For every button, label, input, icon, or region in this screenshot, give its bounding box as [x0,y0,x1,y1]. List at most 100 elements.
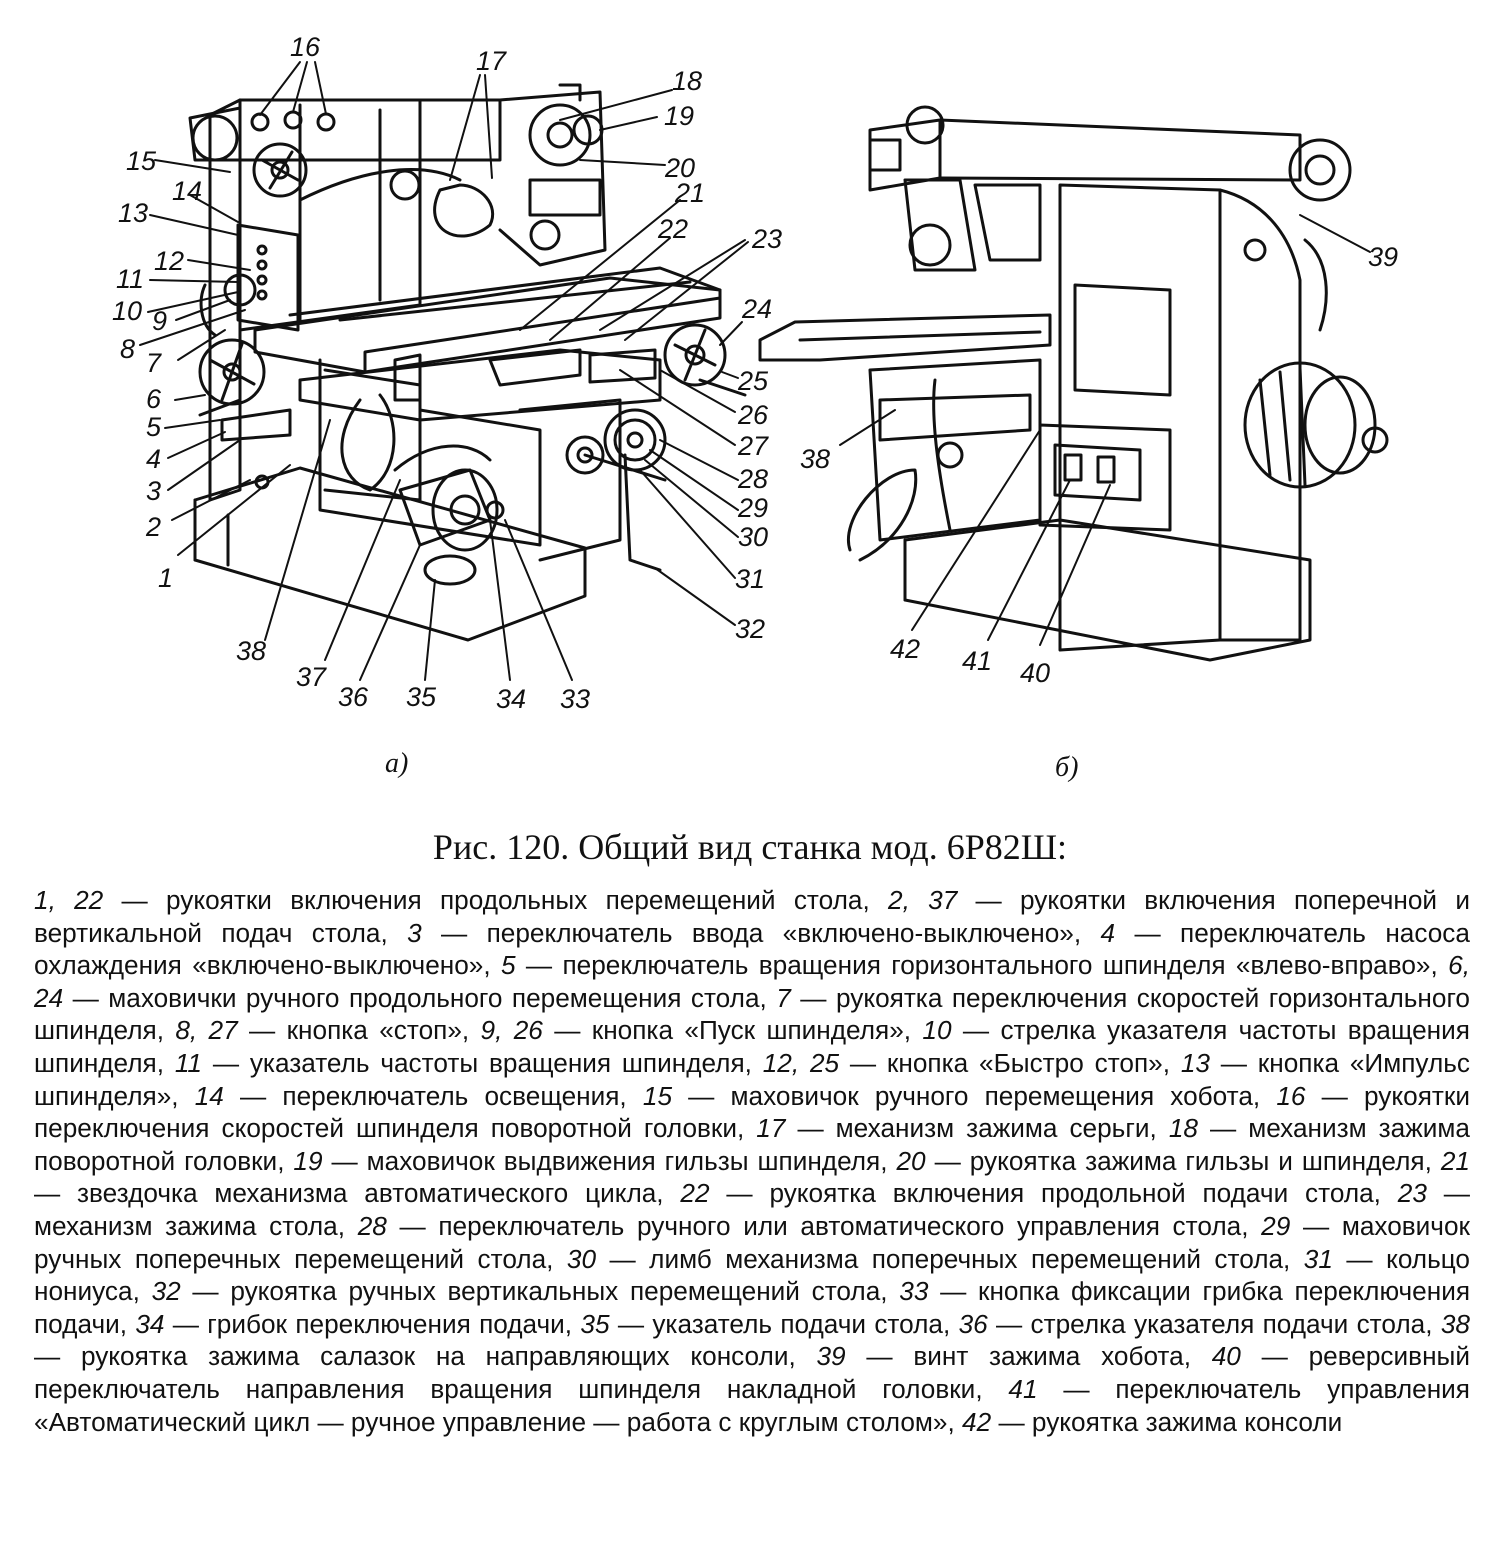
callout-label: 42 [890,634,921,664]
legend-number: 36 [958,1308,988,1339]
legend-number: 39 [816,1341,846,1372]
legend-number: 15 [642,1080,673,1111]
callout-label: 16 [290,32,321,62]
legend-number: 29 [1261,1210,1291,1241]
callout-label: 28 [738,464,769,494]
legend-text: кнопка «Пуск шпинделя» [591,1015,904,1046]
callout-label: 37 [296,662,327,692]
figure-caption: 1, 22 — рукоятки включения продольных пе… [34,885,1470,1437]
legend-text: реверсивный переключатель направления вр… [34,1341,1470,1404]
legend-text: кнопка «Быстро стоп» [886,1047,1163,1078]
callout-label: 17 [476,46,507,76]
legend-text: маховичок ручных поперечных перемещений … [34,1210,1470,1274]
legend-text: кнопка фиксации грибка переключения пода… [34,1276,1470,1339]
callout-label: 38 [800,444,831,474]
legend-number: 28 [357,1210,387,1241]
legend-text: маховички ручного продольного перемещени… [108,982,760,1013]
legend-number: 40 [1211,1341,1241,1372]
legend-number: 3 [407,917,422,948]
callout-label: 19 [664,101,695,131]
legend-text: рукоятка ручных вертикальных перемещений… [230,1276,881,1307]
legend-number: 10 [922,1015,952,1046]
callout-label: 22 [658,214,689,244]
callout-label: 20 [665,153,696,183]
legend-number: 20 [896,1145,926,1176]
callout-label: 36 [338,682,369,712]
callout-label: 38 [236,636,267,666]
subfigure-label-b: б) [1055,752,1079,783]
callout-label: 30 [738,522,769,552]
legend-number: 9, 26 [480,1015,543,1046]
legend-number: 1, 22 [34,885,104,915]
machine-a-drawing [188,83,747,642]
legend-text: рукоятки включения поперечной и вертикал… [34,885,1470,948]
legend-text: переключатель управления «Автоматический… [34,1373,1470,1437]
legend-number: 5 [501,950,516,981]
legend-number: 13 [1180,1047,1210,1078]
legend-text: указатель частоты вращения шпинделя [249,1047,745,1078]
figure-title: Рис. 120. Общий вид станка мод. 6Р82Ш: [432,827,1068,867]
callout-label: 8 [120,334,136,364]
legend-text: рукоятка переключения скоростей горизонт… [34,982,1470,1046]
legend-text: рукоятка зажима гильзы и шпинделя [969,1145,1425,1176]
callout-label: 33 [560,684,591,714]
legend-text: переключатель ввода «включено-выключено» [486,917,1074,948]
callout-label: 18 [672,66,703,96]
legend-number: 34 [135,1308,165,1339]
legend-text: маховичок ручного перемещения хобота [730,1080,1253,1111]
legend-text: рукоятка зажима салазок на направляющих … [80,1341,789,1372]
legend-number: 22 [680,1178,710,1209]
legend-number: 33 [899,1276,929,1307]
legend-number: 7 [776,982,791,1013]
machine-b-drawing [758,105,1389,662]
callout-label: 34 [496,684,527,714]
callout-label: 27 [738,431,769,461]
callout-label: 15 [126,146,157,176]
machine-figure: 16 17 18 19 20 21 22 23 24 25 26 27 28 2… [112,32,1399,784]
legend-text: стрелка указателя частоты вращения шпинд… [34,1015,1470,1078]
callout-label: 31 [735,564,766,594]
machine-drawings [139,61,1389,681]
legend-number: 38 [1440,1308,1470,1339]
legend-text: переключатель вращения горизонтального ш… [562,950,1431,981]
legend-number: 19 [293,1145,323,1176]
callout-label: 14 [172,176,203,206]
callout-label: 9 [152,306,168,336]
callout-label: 40 [1020,658,1051,688]
legend-text: стрелка указателя подачи стола [1030,1308,1426,1339]
callout-label: 39 [1368,242,1399,272]
callout-label: 29 [738,493,769,523]
leader-lines [139,61,1371,681]
legend-number: 23 [1397,1178,1427,1209]
legend-number: 42 [962,1406,992,1437]
callout-label: 32 [735,614,766,644]
legend-text: лимб механизма поперечных перемещений ст… [649,1243,1284,1274]
callout-label: 23 [752,224,783,254]
legend-number: 11 [174,1047,202,1078]
callout-label: 12 [154,246,185,276]
legend-text: кнопка «стоп» [286,1015,462,1046]
legend-number: 18 [1168,1113,1198,1144]
legend-text: рукоятка зажима консоли [1031,1406,1343,1437]
legend-text: рукоятки переключения скоростей шпинделя… [34,1080,1470,1144]
legend-number: 8, 27 [175,1015,238,1046]
callout-label: 13 [118,198,149,228]
legend-number: 14 [194,1080,224,1111]
legend-text: переключатель насоса охлаждения «включен… [34,917,1470,981]
callout-label: 24 [742,294,773,324]
callout-label: 3 [146,476,162,506]
callout-label: 5 [146,412,162,442]
callout-label: 26 [738,400,769,430]
legend-number: 32 [151,1276,181,1307]
callout-label: 1 [158,563,174,593]
legend-text: переключатель освещения [282,1080,620,1111]
legend-text: механизм зажима серьги [835,1113,1150,1144]
subfigure-label-a: а) [385,748,409,779]
legend-text: маховичок выдвижения гильзы шпинделя [366,1145,881,1176]
legend-text: рукоятки включения продольных перемещени… [166,885,863,915]
legend-number: 16 [1276,1080,1306,1111]
legend-text: переключатель ручного или автоматическог… [438,1210,1242,1241]
legend-number: 35 [580,1308,610,1339]
legend-text: механизм зажима стола [34,1210,338,1241]
legend-number: 4 [1100,917,1116,948]
